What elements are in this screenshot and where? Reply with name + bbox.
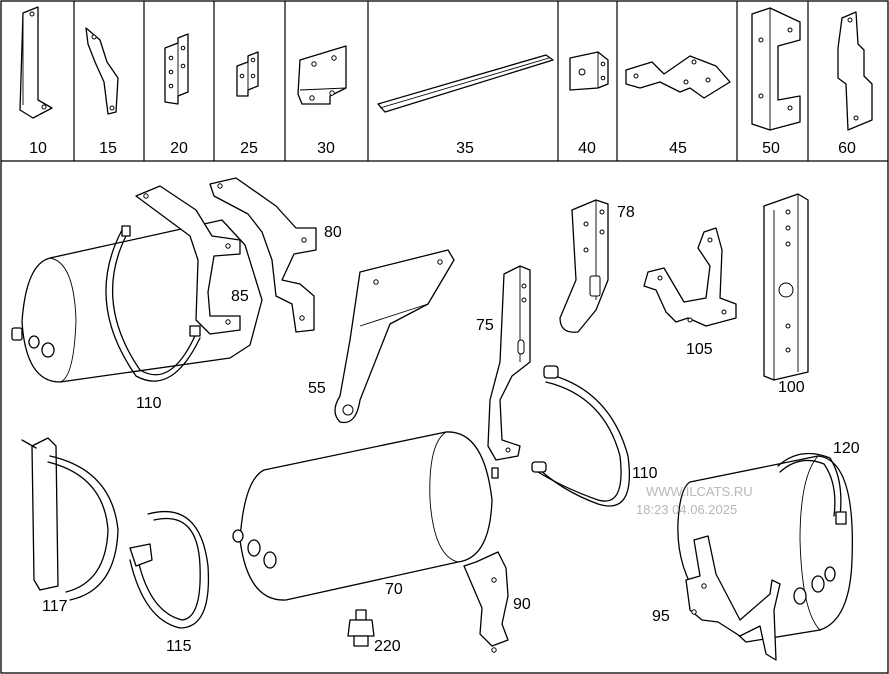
part-15-strap[interactable] — [85, 27, 119, 115]
top-label-group: 10 15 20 25 30 35 40 45 50 60 — [29, 140, 856, 157]
label-70: 70 — [385, 581, 403, 598]
watermark: WWW.ILCATS.RU 18:23 04.06.2025 — [636, 484, 753, 517]
label-120: 120 — [833, 440, 860, 457]
cell-dividers — [73, 1, 809, 161]
watermark-site: WWW.ILCATS.RU — [646, 484, 753, 499]
valve-220[interactable] — [347, 609, 375, 647]
part-40-bracket[interactable] — [569, 51, 609, 91]
label-10: 10 — [29, 140, 47, 157]
label-55: 55 — [308, 380, 326, 397]
bracket-78[interactable] — [559, 199, 609, 333]
label-25: 25 — [240, 140, 258, 157]
label-50: 50 — [762, 140, 780, 157]
strap-115[interactable] — [129, 510, 210, 629]
part-30-angle[interactable] — [297, 45, 347, 105]
part-20-hinge[interactable] — [164, 33, 189, 105]
label-75: 75 — [476, 317, 494, 334]
label-117: 117 — [42, 598, 68, 615]
part-45-bracket[interactable] — [625, 55, 731, 99]
plate-100[interactable] — [763, 193, 809, 381]
bracket-75[interactable] — [487, 265, 531, 461]
strap-110-upper[interactable] — [105, 225, 201, 382]
strap-120[interactable] — [777, 452, 847, 525]
label-220: 220 — [374, 638, 401, 655]
label-85: 85 — [231, 288, 249, 305]
tank-70[interactable] — [232, 431, 499, 601]
label-20: 20 — [170, 140, 188, 157]
label-110-right: 110 — [632, 465, 658, 482]
label-30: 30 — [317, 140, 335, 157]
label-105: 105 — [686, 341, 713, 358]
bracket-95[interactable] — [685, 535, 781, 661]
bracket-55[interactable] — [334, 249, 455, 424]
label-110-upper: 110 — [136, 395, 162, 412]
label-45: 45 — [669, 140, 687, 157]
watermark-timestamp: 18:23 04.06.2025 — [636, 502, 737, 517]
label-35: 35 — [456, 140, 474, 157]
label-15: 15 — [99, 140, 117, 157]
part-60-bracket[interactable] — [837, 11, 873, 131]
clamp-90[interactable] — [463, 551, 509, 653]
label-80: 80 — [324, 224, 342, 241]
strap-110-right[interactable] — [531, 365, 631, 507]
part-35-rail[interactable] — [377, 54, 554, 113]
label-78: 78 — [617, 204, 635, 221]
part-10-bracket[interactable] — [19, 6, 53, 119]
label-115: 115 — [166, 638, 192, 655]
strap-117[interactable] — [21, 437, 119, 601]
label-95: 95 — [652, 608, 670, 625]
part-25-plate[interactable] — [236, 51, 259, 97]
label-60: 60 — [838, 140, 856, 157]
label-90: 90 — [513, 596, 531, 613]
bracket-85[interactable] — [135, 185, 241, 335]
bracket-105[interactable] — [643, 227, 737, 327]
label-40: 40 — [578, 140, 596, 157]
part-50-channel[interactable] — [751, 7, 801, 131]
label-100: 100 — [778, 379, 805, 396]
main-label-group: 78 80 85 75 105 100 110 55 110 120 117 1… — [42, 204, 860, 655]
bracket-80[interactable] — [209, 177, 317, 333]
